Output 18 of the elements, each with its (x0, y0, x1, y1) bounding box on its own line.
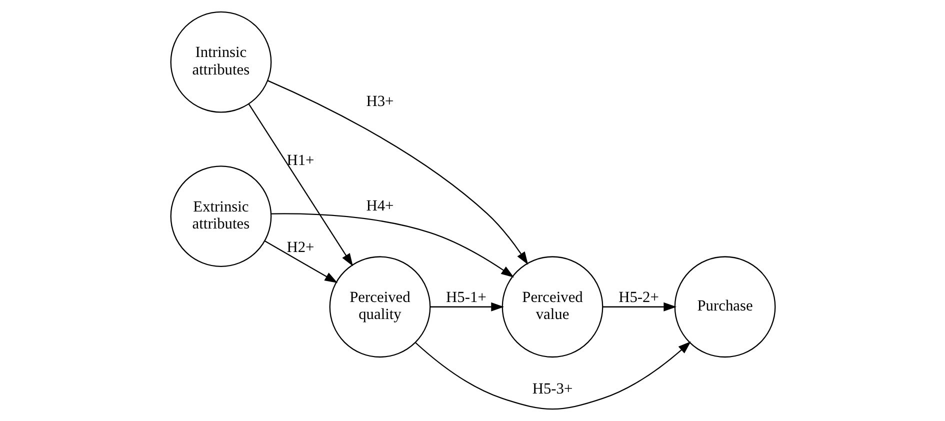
arrow (266, 80, 528, 265)
edge-label: H2+ (286, 238, 314, 256)
edge-label: H5-3+ (532, 380, 572, 398)
arrow (248, 104, 352, 266)
edge-label: H4+ (366, 197, 394, 214)
node-circle: Intrinsic attributes (170, 11, 272, 113)
edge-label: H1+ (286, 152, 314, 170)
arrow (602, 302, 676, 312)
node-circle: Perceived quality (328, 256, 430, 358)
node-circle: Purchase (674, 256, 776, 358)
edge-label: H5-1+ (446, 288, 486, 306)
arrow (430, 302, 504, 312)
edge-label: H3+ (366, 93, 394, 110)
edge-label: H5-2+ (618, 288, 658, 306)
node-circle: Extrinsic attributes (170, 166, 272, 267)
arrow (270, 213, 514, 278)
arrow (264, 240, 338, 284)
arrow (414, 341, 690, 410)
